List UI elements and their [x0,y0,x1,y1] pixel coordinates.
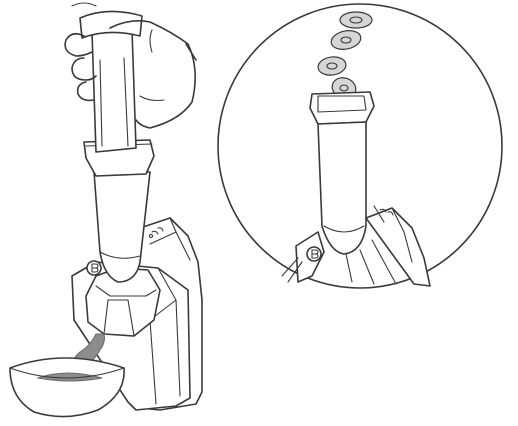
overall-view [10,3,202,417]
button-b-icon [87,261,101,275]
detail-chute [310,92,374,254]
fruit-slice-icon [317,12,372,102]
plunger-icon [80,11,142,152]
detail-view [218,4,502,288]
button-b-icon [307,247,321,261]
